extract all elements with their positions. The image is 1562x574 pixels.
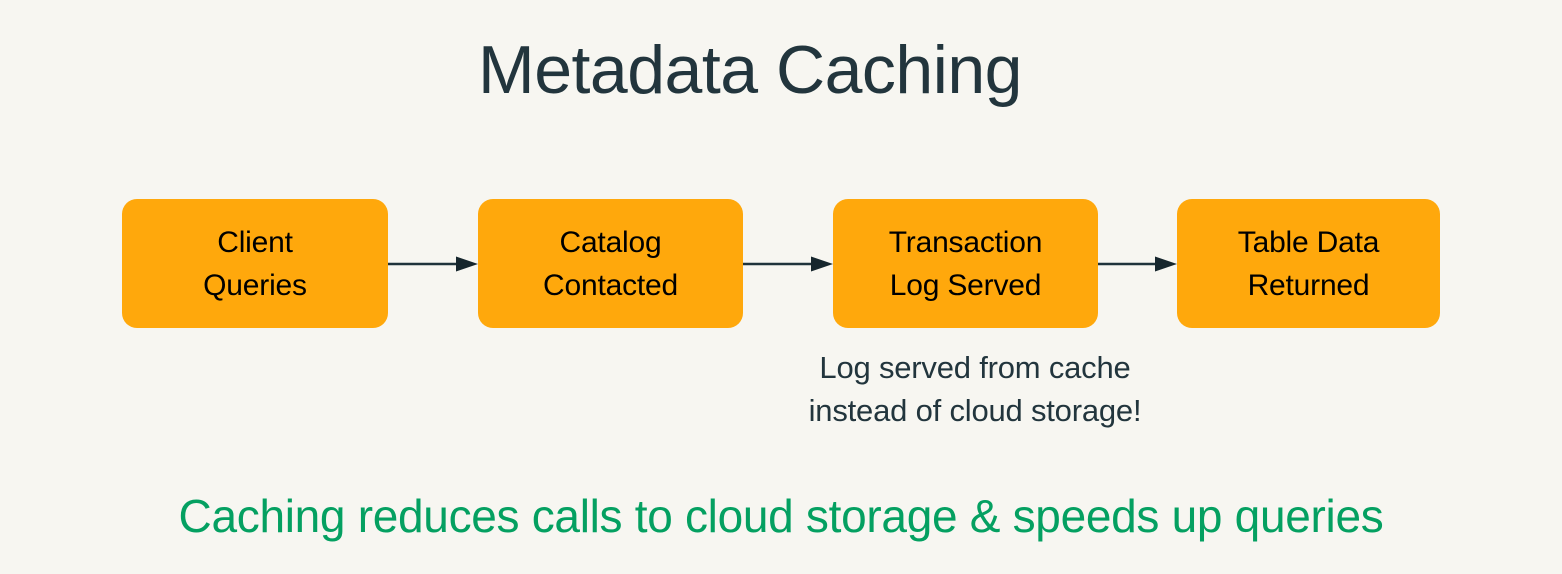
flow-node-catalog-contacted: Catalog Contacted xyxy=(478,199,743,328)
flow-arrow-1 xyxy=(388,256,478,272)
flow-node-label: Catalog Contacted xyxy=(543,225,678,302)
page-title: Metadata Caching xyxy=(478,32,1022,108)
process-flow-diagram: Client Queries Catalog Contacted Transac… xyxy=(122,199,1440,328)
flow-node-table-data-returned: Table Data Returned xyxy=(1177,199,1440,328)
flow-arrow-3 xyxy=(1098,256,1177,272)
flow-node-label: Transaction Log Served xyxy=(888,225,1043,302)
flow-node-transaction-log-served: Transaction Log Served xyxy=(833,199,1098,328)
footer-takeaway-text: Caching reduces calls to cloud storage &… xyxy=(178,490,1384,542)
flow-node-client-queries: Client Queries xyxy=(122,199,388,328)
cache-annotation-text: Log served from cache instead of cloud s… xyxy=(808,350,1142,428)
flow-node-label: Client Queries xyxy=(203,225,307,302)
flow-node-label: Table Data Returned xyxy=(1237,225,1380,302)
flow-arrow-2 xyxy=(743,256,833,272)
